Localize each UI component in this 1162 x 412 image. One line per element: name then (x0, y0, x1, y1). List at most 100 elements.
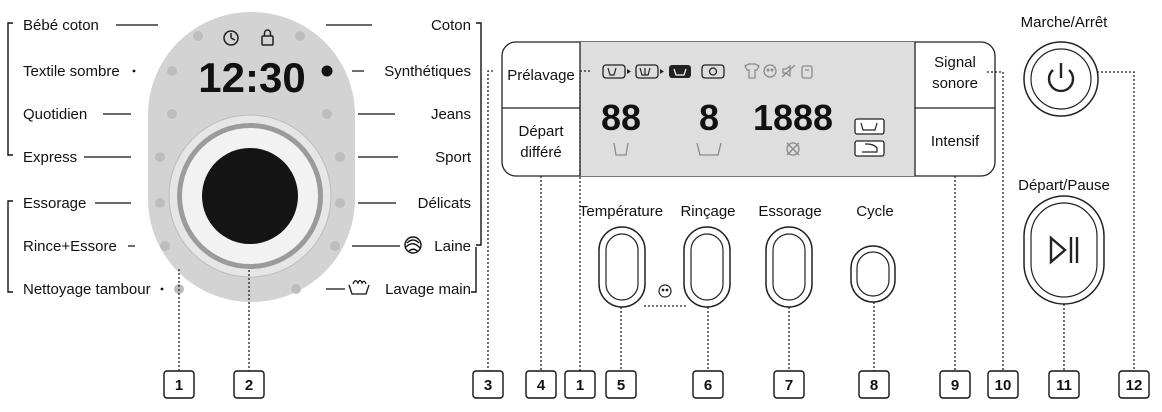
callout-number: 1 (175, 377, 183, 394)
program-label-nettoyage-tambour[interactable]: Nettoyage tambour (23, 281, 151, 298)
callout-number: 12 (1126, 377, 1143, 394)
program-label-quotidien[interactable]: Quotidien (23, 106, 87, 123)
right-program-brackets (471, 22, 482, 293)
callout-number: 8 (870, 377, 878, 394)
callout-number: 11 (1056, 377, 1072, 394)
callout-number: 10 (995, 377, 1012, 394)
program-label-express[interactable]: Express (23, 149, 77, 166)
delay-start-button-line2[interactable]: différé (520, 144, 561, 161)
right-program-list: Coton Synthétiques Jeans Sport Délicats … (326, 17, 472, 298)
callout-number: 3 (484, 377, 492, 394)
program-led-dot (167, 66, 177, 76)
program-dial-knob[interactable] (168, 114, 332, 278)
power-button[interactable] (1023, 41, 1099, 117)
callout-number: 1 (576, 377, 584, 394)
program-label-synthetiques[interactable]: Synthétiques (384, 63, 471, 80)
program-led-dot (291, 284, 301, 294)
callout-number: 5 (617, 377, 625, 394)
door-lock-icon (801, 65, 813, 79)
no-spin-icon (786, 142, 800, 156)
wool-icon (404, 236, 422, 254)
program-led-dot (155, 198, 165, 208)
program-led-dot (335, 152, 345, 162)
temperature-label: Température (579, 203, 663, 220)
wash-phase-icons (602, 64, 725, 79)
display-sub-icons (613, 142, 800, 156)
program-led-dot (167, 109, 177, 119)
child-lock-small-icon (644, 284, 686, 307)
program-led-dot (322, 109, 332, 119)
signal-button-line2[interactable]: sonore (932, 75, 978, 92)
signal-button-line1[interactable]: Signal (934, 54, 976, 71)
callout-number: 7 (785, 377, 793, 394)
temperature-display: 88 (601, 97, 641, 138)
callout-8: 8 (858, 370, 890, 399)
callout-number: 6 (704, 377, 712, 394)
prewash-tub-icon (602, 64, 626, 79)
callout-6: 6 (692, 370, 724, 399)
program-label-bebe-coton[interactable]: Bébé coton (23, 17, 99, 34)
program-led-dots (155, 31, 345, 294)
rinse-label: Rinçage (680, 203, 735, 220)
status-icons (744, 63, 813, 79)
iron-icon (854, 140, 885, 157)
delay-start-button-line1[interactable]: Départ (518, 123, 564, 140)
spin-icon (701, 64, 725, 79)
spin-label: Essorage (758, 203, 821, 220)
cycle-button[interactable] (850, 245, 896, 303)
temperature-icon (613, 142, 629, 156)
program-label-essorage[interactable]: Essorage (23, 195, 86, 212)
clock-icon (223, 30, 239, 46)
program-led-dot (155, 152, 165, 162)
program-led-active (321, 65, 333, 77)
option-icons (854, 118, 885, 157)
start-pause-button[interactable] (1023, 195, 1105, 305)
program-label-coton[interactable]: Coton (431, 17, 471, 34)
power-icon (1047, 63, 1075, 93)
program-label-rince-essore[interactable]: Rince+Essore (23, 238, 117, 255)
handwash-icon (348, 279, 370, 295)
play-pause-icon (1049, 235, 1079, 265)
callout-1: 1 (163, 370, 195, 399)
child-lock-icon (763, 64, 777, 78)
rinse-display: 8 (699, 97, 719, 138)
callout-7: 7 (773, 370, 805, 399)
rinse-tub-icon (669, 65, 691, 78)
callout-2: 2 (233, 370, 265, 399)
callout-number: 9 (951, 377, 959, 394)
shirt-icon (744, 63, 760, 79)
program-led-dot (160, 241, 170, 251)
callout-leaders (178, 70, 1135, 371)
program-led-dot (295, 31, 305, 41)
rinse-button[interactable] (683, 226, 731, 308)
program-led-dot (335, 198, 345, 208)
left-program-list: Bébé coton Textile sombre Quotidien Expr… (23, 17, 164, 298)
spin-button[interactable] (765, 226, 813, 308)
program-label-sport[interactable]: Sport (435, 149, 472, 166)
prewash-button[interactable]: Prélavage (507, 67, 575, 84)
intensive-button[interactable]: Intensif (931, 133, 980, 150)
callout-10: 10 (987, 370, 1019, 399)
dial-time-display: 12:30 (198, 54, 305, 101)
spin-display: 1888 (753, 97, 833, 138)
callout-12: 12 (1118, 370, 1150, 399)
program-label-lavage-main[interactable]: Lavage main (385, 281, 471, 298)
program-led-dot (330, 241, 340, 251)
callout-number: 2 (245, 377, 253, 394)
callout-3: 3 (472, 370, 504, 399)
program-label-textile-sombre[interactable]: Textile sombre (23, 63, 120, 80)
program-label-delicats[interactable]: Délicats (418, 195, 471, 212)
callout-4: 4 (525, 370, 557, 399)
program-led-dot (193, 31, 203, 41)
callout-11: 11 (1048, 370, 1080, 399)
power-label: Marche/Arrêt (1021, 14, 1109, 31)
left-program-brackets (7, 22, 13, 293)
callout-number: 4 (537, 377, 546, 394)
temperature-button[interactable] (598, 226, 646, 308)
callout-9: 9 (939, 370, 971, 399)
callout-5: 5 (605, 370, 637, 399)
program-label-laine[interactable]: Laine (434, 238, 471, 255)
program-label-jeans[interactable]: Jeans (431, 106, 471, 123)
